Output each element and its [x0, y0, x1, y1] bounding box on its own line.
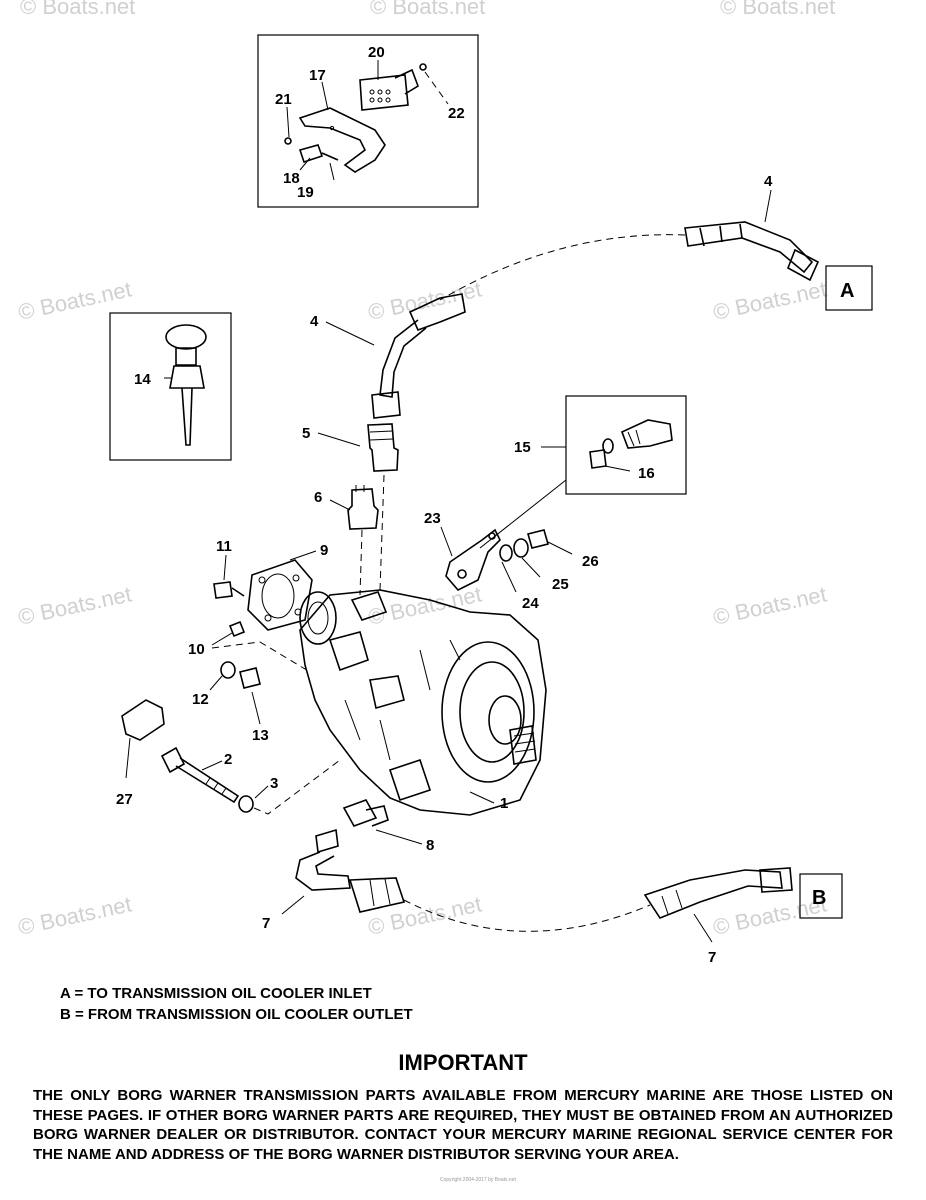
callout-7: 7	[262, 915, 270, 932]
watermarks: © Boats.net © Boats.net © Boats.net © Bo…	[16, 0, 835, 940]
important-notice: THE ONLY BORG WARNER TRANSMISSION PARTS …	[33, 1087, 893, 1163]
watermark: © Boats.net	[711, 276, 829, 324]
bracket-detail-box: 20 17 21 22 18 19	[257, 34, 479, 208]
callout-8: 8	[426, 837, 434, 854]
watermark: © Boats.net	[20, 0, 135, 19]
callout-10: 10	[188, 641, 205, 658]
watermark: © Boats.net	[366, 276, 484, 324]
watermark: © Boats.net	[16, 276, 134, 324]
watermark: © Boats.net	[370, 0, 485, 19]
callout-21: 21	[275, 91, 292, 108]
watermark: © Boats.net	[16, 581, 134, 629]
callout-14: 14	[134, 371, 151, 388]
callout-11: 11	[216, 538, 232, 555]
watermark: © Boats.net	[16, 891, 134, 939]
legend: A = TO TRANSMISSION OIL COOLER INLET B =…	[60, 983, 413, 1025]
bolt-2: 2 3 27	[116, 699, 341, 815]
callout-3: 3	[270, 775, 278, 792]
cooler-inlet-hose: 4 A 4	[310, 173, 873, 419]
watermark: © Boats.net	[720, 0, 835, 19]
callout-4: 4	[310, 313, 319, 330]
ref-b: B	[812, 887, 826, 909]
ref-a: A	[840, 280, 854, 302]
shift-bracket: 23 24 25 26	[424, 510, 599, 612]
watermark: © Boats.net	[366, 891, 484, 939]
callout-9: 9	[320, 542, 328, 559]
elbow-detail-box: 15 16	[479, 395, 687, 549]
flange-9: 9 11 10 12 13	[188, 538, 328, 744]
legend-a: A = TO TRANSMISSION OIL COOLER INLET	[60, 985, 372, 1002]
callout-25: 25	[552, 576, 569, 593]
callout-7: 7	[708, 949, 716, 966]
callout-5: 5	[302, 425, 310, 442]
copyright: Copyright 2004-2017 by Boats.net	[440, 1177, 516, 1183]
callout-22: 22	[448, 105, 465, 122]
callout-23: 23	[424, 510, 441, 527]
watermark: © Boats.net	[711, 581, 829, 629]
callout-12: 12	[192, 691, 209, 708]
callout-18: 18	[283, 170, 300, 187]
callout-15: 15	[514, 439, 531, 456]
callout-1: 1	[500, 795, 508, 812]
callout-20: 20	[368, 44, 385, 61]
legend-b: B = FROM TRANSMISSION OIL COOLER OUTLET	[60, 1006, 413, 1023]
callout-6: 6	[314, 489, 322, 506]
callout-26: 26	[582, 553, 599, 570]
cooler-outlet-hose: 8 7 7 B	[262, 799, 843, 966]
important-title: IMPORTANT	[398, 1050, 528, 1075]
switch-6: 6	[314, 485, 379, 596]
fitting-5: 5	[302, 423, 399, 591]
transmission-housing: 1	[299, 589, 547, 816]
callout-24: 24	[522, 595, 539, 612]
callout-4: 4	[764, 173, 773, 190]
dipstick-detail-box: 14	[109, 312, 232, 461]
callout-16: 16	[638, 465, 655, 482]
callout-27: 27	[116, 791, 133, 808]
callout-13: 13	[252, 727, 269, 744]
callout-17: 17	[309, 67, 326, 84]
callout-19: 19	[297, 184, 314, 201]
callout-2: 2	[224, 751, 232, 768]
